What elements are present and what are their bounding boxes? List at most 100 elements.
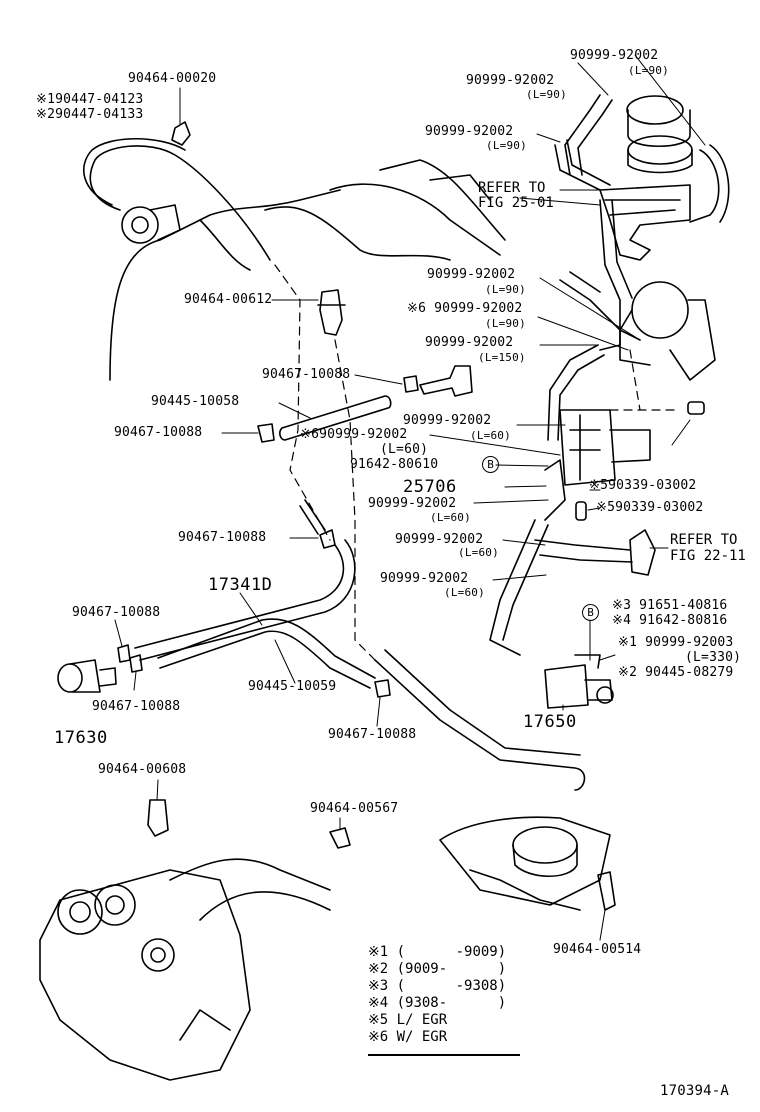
label-l60-6: (L=60): [470, 429, 511, 442]
air-cleaner-bottom-right: [439, 816, 611, 911]
label-s2-90445-08279: ※2 90445-08279: [618, 665, 734, 680]
label-90467-10088-f: 90467-10088: [328, 727, 417, 742]
vsv-body-center: [544, 409, 651, 521]
label-90999-92002-7: 90999-92002: [368, 496, 457, 511]
label-90464-00567: 90464-00567: [310, 801, 399, 816]
label-90464-00612: 90464-00612: [184, 292, 273, 307]
label-l330: (L=330): [685, 650, 742, 665]
legend-row-4: ※4 (9308- ): [368, 995, 507, 1011]
refer-to-fig-22-11-line2: FIG 22-11: [670, 548, 746, 564]
label-s6-90999-92002-a: ※690999-92002: [300, 427, 408, 442]
hose-90445-10059: [157, 618, 376, 689]
refer-to-fig-25-01-line1: REFER TO: [478, 180, 546, 196]
label-s5-90339-03002-a: ※590339-03002: [589, 478, 697, 493]
label-90999-92002-8: 90999-92002: [395, 532, 484, 547]
hose-top-left-inner: [83, 138, 186, 206]
label-l90-4: (L=90): [485, 283, 526, 296]
vsv-17650: [544, 654, 614, 709]
label-90999-92002-4: 90999-92002: [427, 267, 516, 282]
circle-marker-b-2: B: [582, 604, 599, 621]
dashed-guide-4: [629, 349, 641, 411]
label-s1-90999-92003: ※1 90999-92003: [618, 635, 734, 650]
connector-near-a: [419, 365, 473, 397]
label-l150: (L=150): [478, 351, 526, 364]
label-l60-7: (L=60): [430, 511, 471, 524]
label-90445-10058: 90445-10058: [151, 394, 240, 409]
clip-90467-b: [257, 423, 275, 443]
clip-90464-00567: [329, 827, 351, 849]
label-s3-91651-40816: ※3 91651-40816: [612, 598, 728, 613]
hose-right-vertical: [599, 199, 633, 351]
label-90464-00020: 90464-00020: [128, 71, 217, 86]
refer-to-fig-22-11-line1: REFER TO: [670, 532, 738, 548]
hose-right-3: [554, 139, 611, 191]
label-17341D: 17341D: [208, 575, 273, 595]
clip-90467-a: [403, 375, 419, 393]
refer-to-fig-25-01-line2: FIG 25-01: [478, 195, 554, 211]
label-l90-2: (L=90): [526, 88, 567, 101]
clip-90467-d: [117, 644, 131, 663]
label-l90-top: (L=90): [628, 64, 669, 77]
leader-lines: [114, 54, 706, 941]
label-l90-5: (L=90): [485, 317, 526, 330]
hose-top-right: [689, 144, 730, 223]
legend-row-5: ※5 L/ EGR: [368, 1012, 448, 1028]
label-90464-00514: 90464-00514: [553, 942, 642, 957]
label-90999-92002-2: 90999-92002: [466, 73, 555, 88]
label-l90-3: (L=90): [486, 139, 527, 152]
hose-17341D: [134, 539, 356, 661]
legend-row-2: ※2 (9009- ): [368, 961, 507, 977]
clip-90467-c: [319, 529, 336, 549]
sensor-17630: [57, 659, 117, 693]
hose-long-lower: [374, 649, 586, 791]
label-90999-92002-9: 90999-92002: [380, 571, 469, 586]
egr-valve-top: [626, 95, 693, 174]
label-90464-00608: 90464-00608: [98, 762, 187, 777]
hose-lower-center: [489, 519, 549, 656]
dashed-guide-1: [274, 264, 331, 541]
clip-90467-f: [374, 679, 391, 698]
cap-small-2: [575, 501, 587, 521]
hose-top-left: [89, 145, 271, 261]
clip-90464-00514: [597, 871, 616, 911]
clip-90467-e: [129, 654, 143, 673]
label-s6-90999-92002-b: ※6 90999-92002: [407, 301, 523, 316]
clip-90464-00608: [147, 799, 169, 837]
label-90467-10088-e: 90467-10088: [92, 699, 181, 714]
applicability-legend: ※1 ( -9009) ※2 (9009- ) ※3 ( -9308) ※4 (…: [368, 944, 506, 1046]
clip-90464-00612: [317, 289, 346, 336]
intake-manifold-outline: [109, 159, 506, 381]
hose-lower-center-2: [534, 539, 633, 563]
label-l60-a: (L=60): [380, 442, 429, 457]
label-l60-9: (L=60): [444, 586, 485, 599]
label-17630: 17630: [54, 728, 108, 748]
label-s2-90447-04133: ※290447-04133: [36, 107, 144, 122]
legend-row-3: ※3 ( -9308): [368, 978, 507, 994]
hose-150: [559, 271, 641, 341]
legend-underline: [368, 1054, 520, 1056]
figure-id: 170394-A: [660, 1083, 730, 1099]
label-s5-90339-03002-b: ※590339-03002: [596, 500, 704, 515]
label-90999-92002-5: 90999-92002: [425, 335, 514, 350]
egr-vacuum-modulator: [619, 281, 716, 381]
vsv-top-left: [121, 204, 181, 244]
hose-90445-10058: [279, 395, 392, 441]
hose-center-right: [547, 344, 605, 441]
hose-small-upper: [299, 499, 326, 535]
label-90999-92002-top: 90999-92002: [570, 48, 659, 63]
label-90467-10088-a: 90467-10088: [262, 367, 351, 382]
label-25706: 25706: [403, 477, 457, 497]
label-17650: 17650: [523, 712, 577, 732]
legend-row-6: ※6 W/ EGR: [368, 1029, 448, 1045]
label-s4-91642-80816: ※4 91642-80816: [612, 613, 728, 628]
clip-90464-00020: [171, 121, 191, 146]
dashed-guide-2: [334, 339, 376, 661]
label-l60-8: (L=60): [458, 546, 499, 559]
label-90467-10088-d: 90467-10088: [72, 605, 161, 620]
label-90467-10088-c: 90467-10088: [178, 530, 267, 545]
label-90999-92002-3: 90999-92002: [425, 124, 514, 139]
connector-22-11: [629, 529, 656, 576]
legend-row-1: ※1 ( -9009): [368, 944, 507, 960]
label-90445-10059: 90445-10059: [248, 679, 337, 694]
